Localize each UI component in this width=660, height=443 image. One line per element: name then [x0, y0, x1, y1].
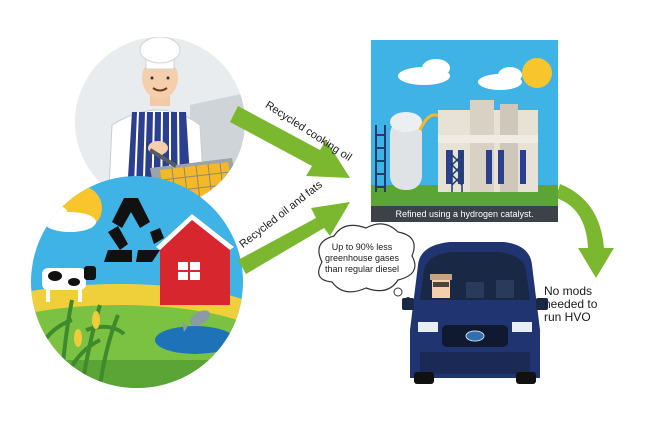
- right-note: No mods needed to run HVO: [544, 284, 598, 324]
- cow-icon: [42, 266, 96, 302]
- farm-circle: [31, 176, 243, 388]
- arrow-oil-fats: [238, 202, 350, 274]
- arrow-cooking-oil: [230, 106, 350, 178]
- thought-bubble-text: Up to 90% less greenhouse gases than reg…: [324, 242, 400, 274]
- recycle-icon: [104, 198, 164, 262]
- barn-icon: [156, 214, 234, 305]
- fish-icon: [182, 310, 210, 332]
- driver-icon: [430, 274, 514, 298]
- cloud-icon: [398, 59, 522, 90]
- refinery-icon: [371, 40, 558, 222]
- sun-icon: [522, 58, 552, 88]
- refinery-caption: Refined using a hydrogen catalyst.: [395, 209, 534, 219]
- van-icon: [402, 242, 548, 384]
- arrow-to-van: [556, 184, 614, 278]
